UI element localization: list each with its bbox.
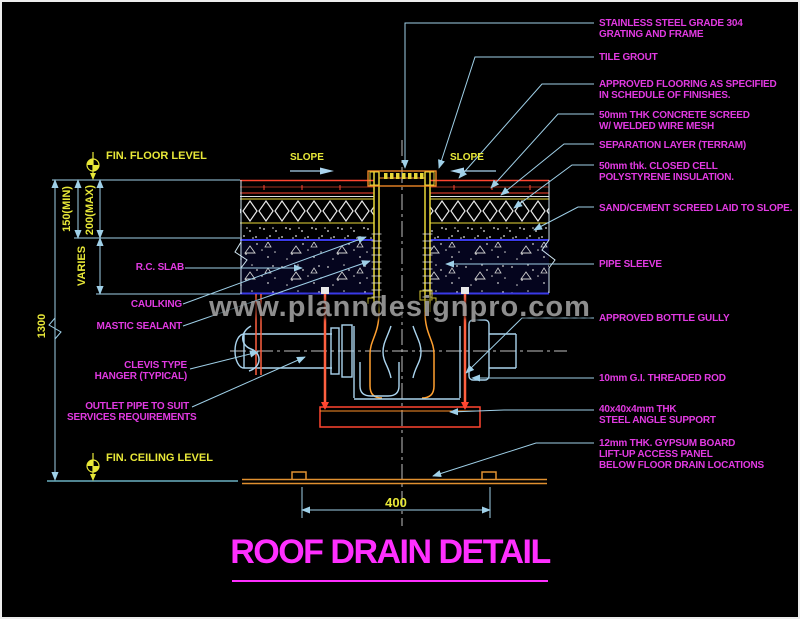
callout-line: R.C. SLAB	[135, 262, 184, 273]
callout-separation-layer: SEPARATION LAYER (TERRAM)	[599, 140, 746, 151]
callout-outlet-pipe: OUTLET PIPE TO SUIT SERVICES REQUIREMENT…	[67, 401, 197, 423]
callout-sand-cement-screed: SAND/CEMENT SCREED LAID TO SLOPE.	[599, 203, 792, 214]
callout-line: POLYSTYRENE INSULATION.	[599, 172, 734, 183]
callout-line: APPROVED FLOORING AS SPECIFIED	[599, 79, 777, 90]
callout-line: LIFT-UP ACCESS PANEL	[599, 449, 713, 460]
callout-bottle-gully: APPROVED BOTTLE GULLY	[599, 313, 730, 324]
callout-concrete-screed: 50mm THK CONCRETE SCREED W/ WELDED WIRE …	[599, 110, 750, 132]
callout-line: CLEVIS TYPE	[124, 360, 187, 371]
callout-line: 50mm THK CONCRETE SCREED	[599, 110, 750, 121]
callout-line: PIPE SLEEVE	[599, 259, 662, 270]
callout-line: MASTIC SEALANT	[96, 321, 182, 332]
callout-line: HANGER (TYPICAL)	[94, 371, 188, 382]
callout-caulking: CAULKING	[62, 299, 182, 310]
steel-angle-support	[319, 406, 481, 428]
callout-line: STEEL ANGLE SUPPORT	[599, 415, 716, 426]
threaded-rods	[321, 287, 469, 410]
clevis-hanger	[242, 294, 262, 375]
gypsum-ceiling	[47, 471, 547, 485]
fin-ceiling-level-symbol	[86, 453, 100, 481]
fin-ceiling-level-label: FIN. CEILING LEVEL	[106, 452, 213, 464]
page-title: ROOF DRAIN DETAIL	[230, 533, 551, 571]
floor-assembly-right	[430, 179, 556, 295]
callout-line: 40x40x4mm THK	[599, 404, 677, 415]
fin-floor-level-symbol	[86, 152, 100, 180]
centerlines	[230, 140, 567, 526]
slope-label-left: SLOPE	[290, 152, 324, 163]
pipe-sleeve-hatch	[371, 233, 433, 298]
callout-line: GRATING AND FRAME	[599, 29, 704, 40]
bottle-gully-assembly	[234, 287, 517, 428]
watermark: www.planndesignpro.com	[209, 291, 591, 323]
callout-line: STAINLESS STEEL GRADE 304	[599, 18, 743, 29]
outlet-pipe	[234, 324, 353, 378]
callout-rc-slab: R.C. SLAB	[64, 262, 184, 273]
callout-clevis-hanger: CLEVIS TYPE HANGER (TYPICAL)	[87, 360, 188, 382]
callout-line: BELOW FLOOR DRAIN LOCATIONS	[599, 460, 764, 471]
callout-line: SAND/CEMENT SCREED LAID TO SLOPE.	[599, 203, 793, 214]
title-underline	[232, 580, 548, 582]
callout-angle-support: 40x40x4mm THK STEEL ANGLE SUPPORT	[599, 404, 716, 426]
callout-flooring: APPROVED FLOORING AS SPECIFIED IN SCHEDU…	[599, 79, 777, 101]
callout-line: IN SCHEDULE OF FINISHES.	[599, 90, 731, 101]
grating-frame	[367, 170, 437, 187]
slope-label-right: SLOPE	[450, 152, 484, 163]
callout-line: 10mm G.I. THREADED ROD	[599, 373, 726, 384]
callout-gypsum-panel: 12mm THK. GYPSUM BOARD LIFT-UP ACCESS PA…	[599, 438, 764, 471]
callout-line: CAULKING	[130, 299, 182, 310]
callout-line: OUTLET PIPE TO SUIT	[85, 401, 189, 412]
callout-mastic-sealant: MASTIC SEALANT	[60, 321, 182, 332]
callout-tile-grout: TILE GROUT	[599, 52, 658, 63]
slope-arrows	[290, 167, 496, 175]
leader-lines	[182, 22, 594, 477]
dim-150-min: 150(MIN)	[61, 186, 73, 232]
fin-floor-level-label: FIN. FLOOR LEVEL	[106, 150, 207, 162]
callout-line: W/ WELDED WIRE MESH	[599, 121, 715, 132]
callout-pipe-sleeve: PIPE SLEEVE	[599, 259, 662, 270]
callout-threaded-rod: 10mm G.I. THREADED ROD	[599, 373, 726, 384]
callout-line: SEPARATION LAYER (TERRAM)	[599, 140, 747, 151]
callout-line: 12mm THK. GYPSUM BOARD	[599, 438, 736, 449]
dimension-lines	[48, 179, 491, 518]
callout-line: SERVICES REQUIREMENTS	[67, 412, 197, 423]
callout-line: APPROVED BOTTLE GULLY	[599, 313, 730, 324]
callout-line: TILE GROUT	[599, 52, 658, 63]
callout-grating: STAINLESS STEEL GRADE 304 GRATING AND FR…	[599, 18, 743, 40]
callout-insulation: 50mm thk. CLOSED CELL POLYSTYRENE INSULA…	[599, 161, 734, 183]
callout-line: 50mm thk. CLOSED CELL	[599, 161, 718, 172]
level-symbols	[86, 152, 100, 481]
drain-shaft	[367, 170, 437, 312]
grating-bars	[384, 173, 424, 179]
dim-400: 400	[385, 495, 407, 510]
